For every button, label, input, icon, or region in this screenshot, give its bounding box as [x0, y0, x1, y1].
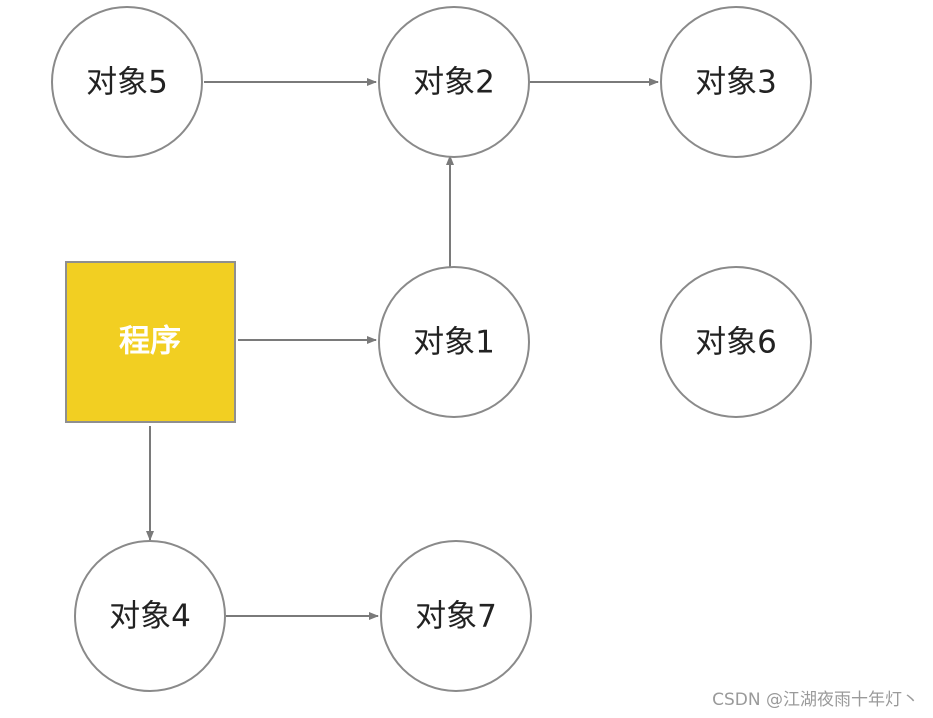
object1-label: 对象1 [413, 325, 495, 361]
object2-node: 对象2 [378, 6, 530, 158]
object4-label: 对象4 [109, 599, 191, 635]
object1-node: 对象1 [378, 266, 530, 418]
program-node: 程序 [65, 261, 236, 423]
object6-node: 对象6 [660, 266, 812, 418]
object3-label: 对象3 [695, 65, 777, 101]
object5-node: 对象5 [51, 6, 203, 158]
program-label: 程序 [119, 324, 181, 360]
object3-node: 对象3 [660, 6, 812, 158]
watermark: CSDN @江湖夜雨十年灯丶 [712, 690, 919, 710]
object5-label: 对象5 [86, 65, 168, 101]
object6-label: 对象6 [695, 325, 777, 361]
program-box [65, 261, 236, 423]
object4-node: 对象4 [74, 540, 226, 692]
object7-label: 对象7 [415, 599, 497, 635]
object2-label: 对象2 [413, 65, 495, 101]
object7-node: 对象7 [380, 540, 532, 692]
